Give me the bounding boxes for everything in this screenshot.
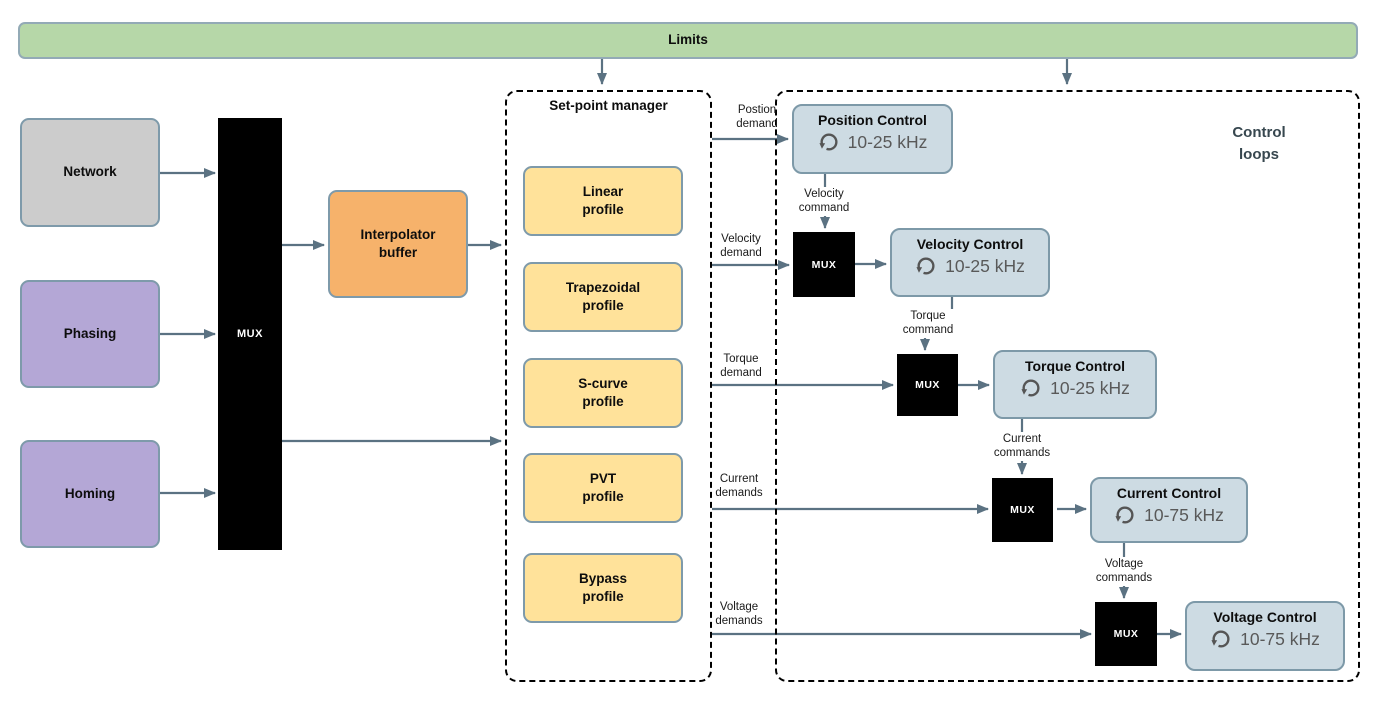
position-control-title: Position Control bbox=[818, 112, 927, 128]
velocity-control-frequency: 10-25 kHz bbox=[945, 255, 1025, 276]
velocity-control-title: Velocity Control bbox=[916, 236, 1024, 252]
loop-icon bbox=[1115, 506, 1134, 524]
input-mux-bar: MUX bbox=[218, 118, 282, 550]
current-mux-box: MUX bbox=[992, 478, 1053, 542]
mux-label: MUX bbox=[237, 328, 263, 340]
torque-control-box: Torque Control 10-25 kHz bbox=[993, 350, 1157, 419]
mux-label: MUX bbox=[1010, 504, 1035, 516]
velocity-mux-box: MUX bbox=[793, 232, 855, 297]
torque-mux-box: MUX bbox=[897, 354, 958, 416]
profile-label-linear: Linear profile bbox=[582, 183, 624, 217]
phasing-box: Phasing bbox=[20, 280, 160, 388]
network-box: Network bbox=[20, 118, 160, 227]
current-commands-label: Current commands bbox=[980, 432, 1064, 461]
profile-label-bypass: Bypass profile bbox=[578, 570, 628, 604]
loop-icon bbox=[916, 257, 935, 275]
control-loops-title: Control loops bbox=[1232, 124, 1286, 163]
position-demand-label: Postion demand bbox=[736, 104, 778, 131]
profile-label-trapezoidal: Trapezoidal profile bbox=[565, 279, 641, 313]
mux-label: MUX bbox=[915, 379, 940, 391]
profile-box-s-curve: S-curve profile bbox=[523, 358, 683, 428]
profile-box-bypass: Bypass profile bbox=[523, 553, 683, 623]
limits-bar: Limits bbox=[18, 22, 1358, 59]
setpoint-manager-title: Set-point manager bbox=[549, 98, 668, 113]
current-control-box: Current Control 10-75 kHz bbox=[1090, 477, 1248, 543]
current-control-frequency: 10-75 kHz bbox=[1144, 504, 1224, 525]
torque-demand-label: Torque demand bbox=[720, 353, 762, 380]
profile-label-pvt: PVT profile bbox=[582, 470, 624, 504]
interpolator-buffer-label: Interpolator buffer bbox=[360, 226, 436, 260]
torque-control-title: Torque Control bbox=[1024, 358, 1126, 374]
mux-label: MUX bbox=[811, 258, 837, 271]
homing-box: Homing bbox=[20, 440, 160, 548]
torque-command-label: Torque command bbox=[886, 309, 970, 338]
interpolator-buffer-box: Interpolator buffer bbox=[328, 190, 468, 298]
profile-box-linear: Linear profile bbox=[523, 166, 683, 236]
velocity-control-box: Velocity Control 10-25 kHz bbox=[890, 228, 1050, 297]
mux-label: MUX bbox=[1113, 628, 1139, 640]
loop-icon bbox=[1021, 379, 1040, 397]
velocity-demand-label: Velocity demand bbox=[720, 233, 762, 260]
voltage-control-title: Voltage Control bbox=[1213, 609, 1317, 625]
position-control-frequency: 10-25 kHz bbox=[847, 131, 928, 152]
current-demands-label: Current demands bbox=[715, 473, 763, 500]
voltage-control-frequency: 10-75 kHz bbox=[1240, 628, 1320, 649]
network-label: Network bbox=[63, 164, 117, 180]
profile-box-trapezoidal: Trapezoidal profile bbox=[523, 262, 683, 332]
position-control-box: Position Control 10-25 kHz bbox=[792, 104, 953, 174]
voltage-control-box: Voltage Control 10-75 kHz bbox=[1185, 601, 1345, 671]
torque-control-frequency: 10-25 kHz bbox=[1050, 377, 1130, 398]
setpoint-manager-panel bbox=[505, 90, 712, 682]
phasing-label: Phasing bbox=[63, 325, 117, 341]
profile-box-pvt: PVT profile bbox=[523, 453, 683, 523]
current-control-title: Current Control bbox=[1116, 485, 1222, 501]
control-loops-panel bbox=[775, 90, 1360, 682]
limits-label: Limits bbox=[668, 32, 708, 48]
voltage-commands-label: Voltage commands bbox=[1082, 557, 1166, 586]
velocity-command-label: Velocity command bbox=[782, 187, 866, 216]
loop-icon bbox=[819, 133, 838, 151]
homing-label: Homing bbox=[64, 485, 116, 501]
voltage-demands-label: Voltage demands bbox=[715, 601, 763, 628]
loop-icon bbox=[1211, 630, 1230, 648]
profile-label-s-curve: S-curve profile bbox=[578, 375, 628, 409]
voltage-mux-box: MUX bbox=[1095, 602, 1157, 666]
